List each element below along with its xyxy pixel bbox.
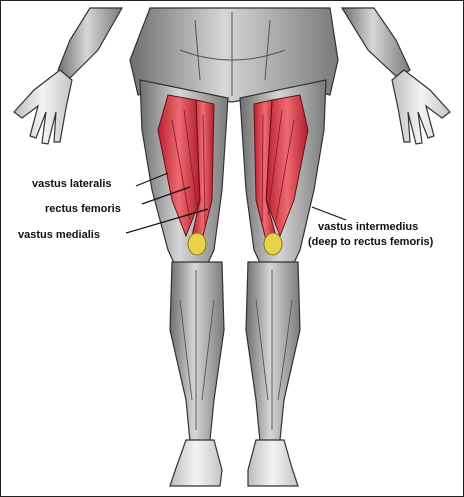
leader-vastus-intermedius <box>312 207 346 220</box>
right-foot <box>248 440 298 486</box>
label-vastus-intermedius: vastus intermedius <box>318 221 418 233</box>
label-vastus-lateralis: vastus lateralis <box>32 178 112 190</box>
right-arm <box>342 8 410 78</box>
label-rectus-femoris: rectus femoris <box>45 203 121 215</box>
right-lower-leg <box>246 262 300 442</box>
left-kneecap <box>188 233 206 255</box>
right-hand <box>392 70 450 144</box>
left-lower-leg <box>170 262 224 442</box>
right-kneecap <box>264 233 282 255</box>
left-foot <box>170 440 222 486</box>
label-vastus-intermedius-note: (deep to rectus femoris) <box>308 236 434 248</box>
label-vastus-medialis: vastus medialis <box>18 229 100 241</box>
left-hand <box>14 70 72 144</box>
left-arm <box>58 8 122 78</box>
